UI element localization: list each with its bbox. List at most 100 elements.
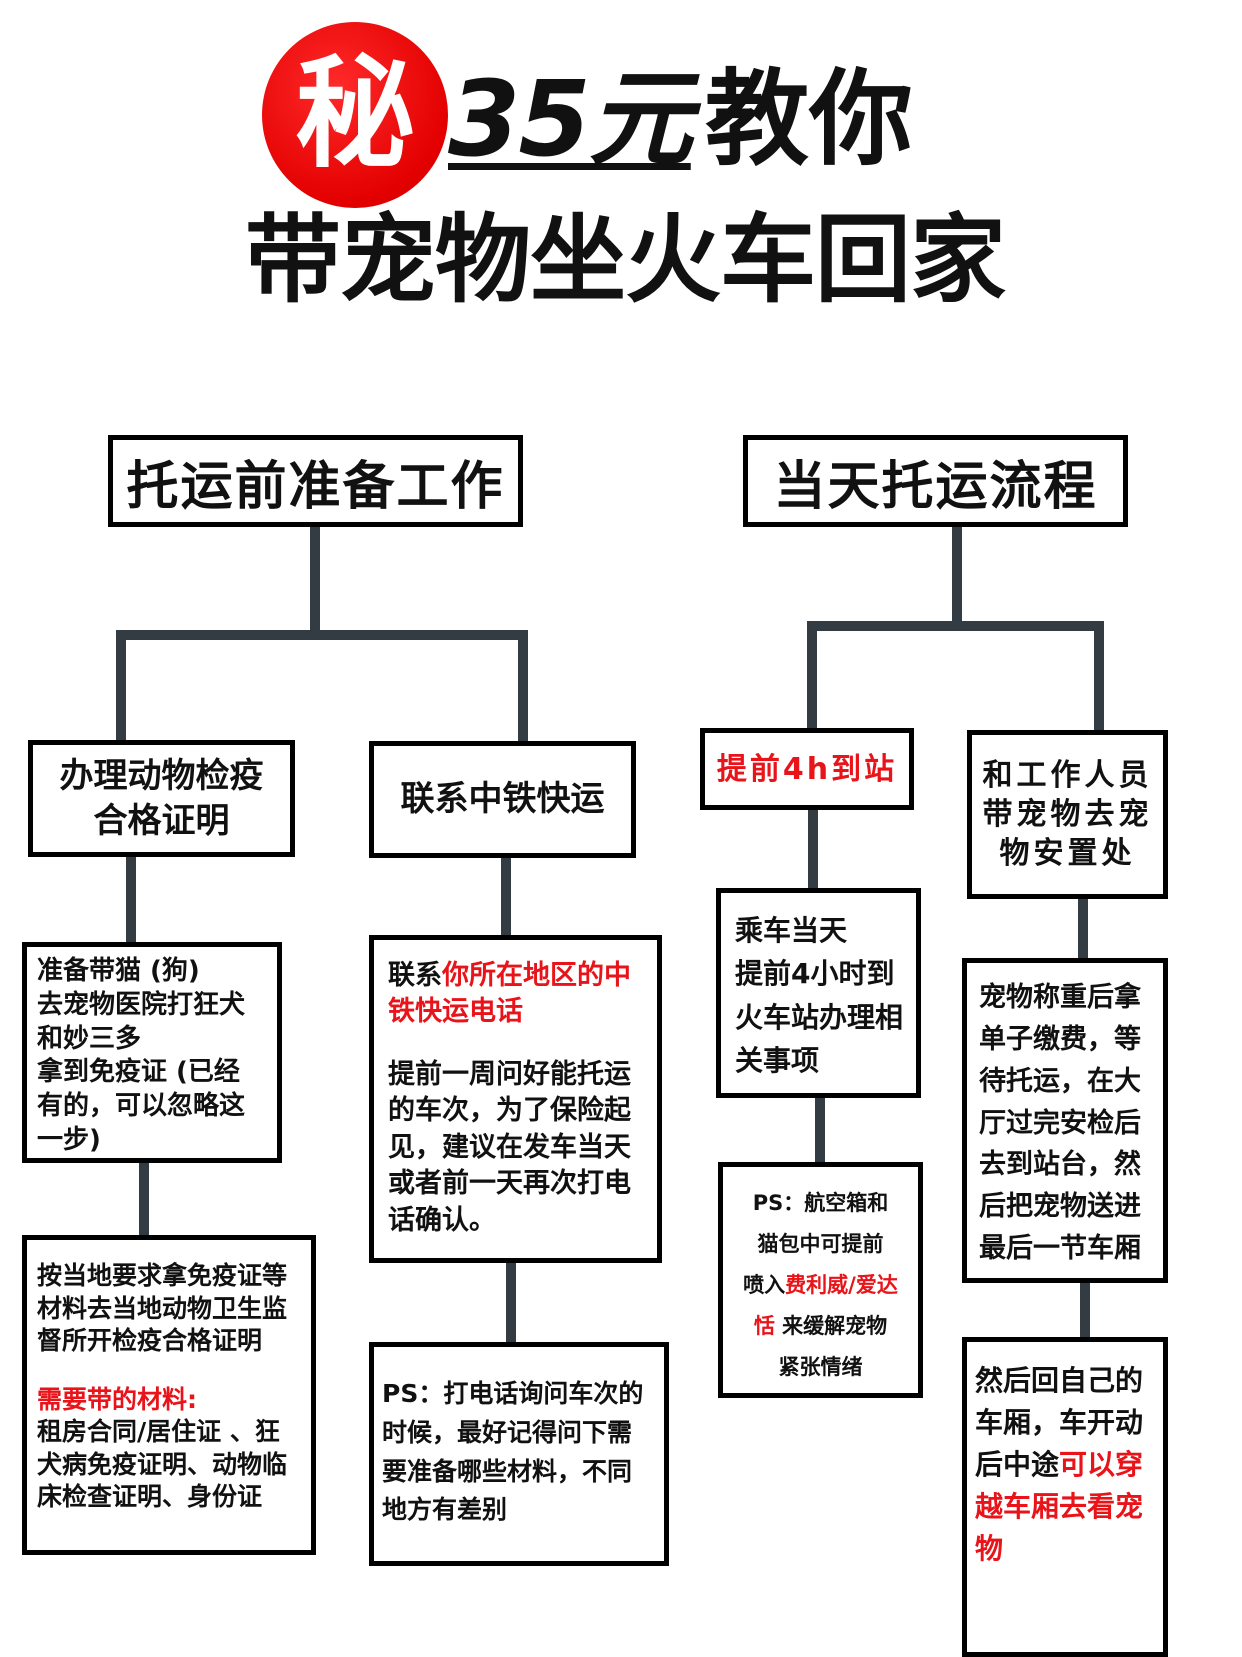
text-line: 厅过完安检后	[979, 1103, 1151, 1145]
text-line: 有的，可以忽略这	[37, 1090, 267, 1124]
text-line: 需要带的材料:	[37, 1384, 301, 1417]
body-text: PS：打电话询问车次的	[382, 1379, 644, 1408]
body-text: 材料去当地动物卫生监	[37, 1293, 288, 1323]
text-line: 越车厢去看宠	[975, 1486, 1155, 1528]
body-text: 车厢，车开动	[975, 1406, 1144, 1439]
connector	[1094, 621, 1104, 731]
body-text: 后中途	[975, 1448, 1060, 1481]
text-line: 或者前一天再次打电	[388, 1166, 643, 1202]
connector	[807, 621, 1104, 631]
body-text: 见，建议在发车当天	[388, 1131, 631, 1163]
connector	[116, 630, 126, 742]
box-contact-railway-express: 联系中铁快运	[369, 741, 636, 858]
box-visit-pet: 然后回自己的车厢，车开动后中途可以穿越车厢去看宠物	[962, 1337, 1168, 1657]
seal-text: 秘	[295, 45, 415, 184]
text-line: 提前4小时到	[735, 952, 902, 995]
text-line: 拿到免疫证 (已经	[37, 1056, 267, 1090]
text-line: 时候，最好记得问下需	[382, 1414, 656, 1453]
box-day-of-travel: 乘车当天提前4小时到火车站办理相关事项	[716, 888, 921, 1098]
text-line: 恬 来缓解宠物	[727, 1306, 914, 1347]
body-text: 床检查证明、身份证	[37, 1482, 263, 1511]
connector	[310, 525, 320, 637]
body-text: 单子缴费，等	[979, 1023, 1141, 1055]
body-text: 火车站办理相	[735, 1000, 904, 1034]
text-line: 去宠物医院打狂犬	[37, 989, 267, 1023]
text-line: 然后回自己的	[975, 1360, 1155, 1402]
body-text: PS：航空箱和	[752, 1191, 889, 1215]
body-text: 一步)	[37, 1124, 101, 1155]
text-line: 要准备哪些材料，不同	[382, 1453, 656, 1492]
text-line: 宠物称重后拿	[979, 977, 1151, 1019]
text-line: 租房合同/居住证 、狂	[37, 1416, 301, 1449]
body-text: 有的，可以忽略这	[37, 1091, 246, 1122]
text-line: 见，建议在发车当天	[388, 1130, 643, 1166]
text-line: 后中途可以穿	[975, 1444, 1155, 1486]
text-line: PS：打电话询问车次的	[382, 1375, 656, 1414]
text-line: 一步)	[37, 1124, 267, 1158]
text-line: PS：航空箱和	[727, 1183, 914, 1224]
text-line: 最后一节车厢	[979, 1228, 1151, 1270]
body-text: 待托运，在大	[979, 1065, 1141, 1097]
highlight-text: 越车厢去看宠	[975, 1490, 1144, 1523]
connector	[1078, 896, 1088, 960]
box-vaccination: 准备带猫 (狗)去宠物医院打狂犬和妙三多拿到免疫证 (已经有的，可以忽略这一步)	[22, 942, 282, 1163]
highlight-text: 你所在地区的中	[442, 960, 631, 991]
body-text: 关事项	[735, 1044, 820, 1078]
body-text: 然后回自己的	[975, 1364, 1144, 1397]
text-line: 物	[975, 1528, 1155, 1570]
text-line: 猫包中可提前	[727, 1224, 914, 1265]
text-line: 地方有差别	[382, 1491, 656, 1530]
body-text: 地方有差别	[382, 1495, 508, 1525]
text-line: 喷入费利威/爱达	[727, 1265, 914, 1306]
text-line: 犬病免疫证明、动物临	[37, 1449, 301, 1482]
connector	[501, 857, 511, 937]
body-text: 厅过完安检后	[979, 1107, 1141, 1139]
text-line: 火车站办理相	[735, 996, 904, 1039]
highlight-text: 铁快运电话	[388, 996, 523, 1028]
body-text: 最后一节车厢	[979, 1233, 1141, 1265]
box-staff-pet-area: 和工作人员带宠物去宠物安置处	[967, 730, 1168, 899]
highlight-text: 恬	[753, 1313, 775, 1338]
body-text: 或者前一天再次打电	[388, 1168, 631, 1200]
body-text: 后把宠物送进	[979, 1191, 1141, 1223]
body-text: 去宠物医院打狂犬	[37, 989, 246, 1020]
body-text: 紧张情绪	[778, 1354, 863, 1379]
body-text: 犬病免疫证明、动物临	[37, 1449, 288, 1479]
connector	[126, 855, 136, 943]
text-line: 去到站台，然	[979, 1144, 1151, 1186]
body-text: 要准备哪些材料，不同	[382, 1456, 633, 1486]
title-teach: 教你	[705, 58, 914, 180]
header-before-shipping: 托运前准备工作	[108, 435, 523, 527]
body-text: 拿到免疫证 (已经	[37, 1057, 240, 1088]
body-text: 猫包中可提前	[757, 1231, 884, 1256]
connector	[139, 1160, 149, 1237]
text-line: 后把宠物送进	[979, 1186, 1151, 1228]
connector	[808, 806, 818, 890]
body-text: 联系	[388, 960, 442, 991]
secret-seal: 秘	[262, 22, 448, 208]
header-same-day: 当天托运流程	[743, 435, 1128, 527]
text-line: 铁快运电话	[388, 994, 643, 1030]
body-text: 租房合同/居住证 、狂	[37, 1417, 280, 1446]
box-ps-calming-spray: PS：航空箱和猫包中可提前喷入费利威/爱达恬 来缓解宠物紧张情绪	[718, 1162, 923, 1398]
box-arrive-4h-early: 提前4h到站	[700, 728, 914, 810]
text-line	[37, 1358, 301, 1384]
text-line: 联系你所在地区的中	[388, 958, 643, 994]
text-line: 督所开检疫合格证明	[37, 1325, 301, 1358]
text-line: 话确认。	[388, 1203, 643, 1239]
body-text: 来缓解宠物	[774, 1313, 888, 1338]
text-line: 材料去当地动物卫生监	[37, 1293, 301, 1326]
connector	[815, 1095, 825, 1164]
body-text: 话确认。	[388, 1204, 496, 1236]
body-text: 乘车当天	[735, 914, 848, 947]
text-line: 乘车当天	[735, 909, 902, 952]
text-line: 准备带猫 (狗)	[37, 955, 267, 989]
box-call-railway: 联系你所在地区的中铁快运电话提前一周问好能托运的车次，为了保险起见，建议在发车当…	[369, 935, 662, 1263]
text-line: 和妙三多	[37, 1023, 267, 1057]
text-line	[388, 1031, 643, 1057]
body-text: 时候，最好记得问下需	[382, 1417, 633, 1447]
connector	[1080, 1280, 1090, 1339]
text-line: 按当地要求拿免疫证等	[37, 1260, 301, 1293]
title-price: 35元	[448, 58, 693, 180]
box-quarantine-certificate: 办理动物检疫合格证明	[28, 740, 295, 857]
